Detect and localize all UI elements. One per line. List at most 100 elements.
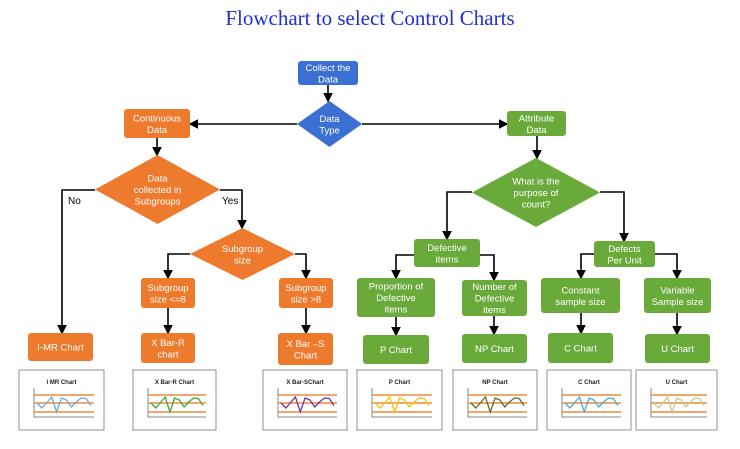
node-label-line: collected in	[134, 185, 182, 196]
node-shape	[644, 278, 711, 313]
data-series-line	[653, 395, 705, 415]
node-label-line: NP Chart	[475, 344, 514, 355]
mini-chart: NP Chart	[452, 369, 538, 431]
node-label-line: Data	[147, 174, 168, 185]
node-label-line: size	[234, 255, 251, 266]
mini-chart-title: P Chart	[389, 380, 410, 386]
node-label-line: Variable	[660, 285, 694, 296]
data-series-line	[564, 395, 619, 415]
node-label-line: Type	[319, 125, 340, 136]
node-label-line: count?	[522, 200, 551, 211]
flow-arrow	[220, 189, 247, 230]
node-label-line: sample size	[555, 297, 605, 308]
mini-chart-axes	[561, 388, 621, 418]
mini-chart-axes	[467, 388, 527, 418]
data-series-line	[150, 395, 204, 415]
node-shape	[472, 158, 600, 227]
mini-chart: X Bar-R Chart	[132, 369, 217, 431]
data-series-line	[374, 395, 430, 415]
node-shape	[414, 239, 480, 267]
node-label: C Chart	[564, 344, 597, 355]
node-label-line: Attribute	[519, 113, 554, 124]
node-shape	[95, 155, 220, 224]
node-shape	[357, 278, 435, 317]
node-shape	[548, 333, 613, 363]
flow-arrow	[600, 191, 629, 243]
node-u-box: U Chart	[645, 334, 710, 363]
mini-chart: P Chart	[356, 369, 443, 431]
mini-chart-title: NP Chart	[482, 380, 508, 386]
node-label-line: C Chart	[564, 344, 597, 355]
node-label-line: Subgroup	[147, 283, 188, 294]
data-series-line	[280, 395, 335, 415]
node-label-line: Data	[147, 125, 168, 136]
node-label-line: Data	[526, 125, 547, 136]
node-label-line: Chart	[294, 350, 318, 361]
flow-arrow	[480, 254, 499, 282]
mini-chart-title: U Chart	[666, 380, 688, 386]
node-label-line: Subgroup	[222, 244, 263, 255]
flow-arrow	[576, 253, 594, 280]
node-label-line: size <=8	[150, 294, 186, 305]
flow-arrow	[163, 253, 190, 280]
node-shape	[124, 109, 190, 138]
node-label-line: items	[436, 254, 459, 265]
node-label-line: Defective	[427, 243, 467, 254]
node-label-line: Constant	[561, 285, 599, 296]
node-shape	[462, 280, 527, 316]
node-label-line: Sample size	[652, 297, 704, 308]
node-shape	[297, 101, 362, 147]
data-series-line	[36, 395, 92, 415]
node-label-line: I-MR Chart	[37, 343, 84, 354]
node-label-line: Subgroup	[285, 283, 326, 294]
node-shape	[507, 111, 566, 136]
node-label-line: X Bar –S	[286, 339, 324, 350]
node-label-line: items	[483, 305, 506, 316]
node-label-line: Data	[318, 74, 339, 85]
node-label-line: Per Unit	[607, 255, 642, 266]
node-shape	[298, 61, 358, 85]
node-label-line: chart	[157, 349, 178, 360]
node-label: P Chart	[380, 345, 412, 356]
node-label: NP Chart	[475, 344, 514, 355]
node-label-line: X Bar-R	[151, 338, 185, 349]
node-label-line: U Chart	[661, 344, 694, 355]
node-label-line: Defective	[475, 294, 515, 305]
node-c-box: C Chart	[548, 333, 613, 363]
mini-chart-axes	[277, 388, 337, 418]
mini-chart-title: I MR Chart	[47, 380, 77, 386]
node-shape	[279, 278, 333, 308]
node-label-line: size >8	[291, 294, 321, 305]
mini-chart-axes	[371, 388, 432, 418]
mini-chart-title: X Bar-R Chart	[155, 380, 194, 386]
mini-chart-title: X Bar-SChart	[286, 380, 323, 386]
node-label-line: Number of	[472, 282, 517, 293]
mini-chart: U Chart	[635, 369, 718, 431]
mini-chart: I MR Chart	[18, 369, 105, 431]
node-label-line: Subgroups	[135, 197, 181, 208]
node-label-line: Collect the	[306, 63, 351, 74]
